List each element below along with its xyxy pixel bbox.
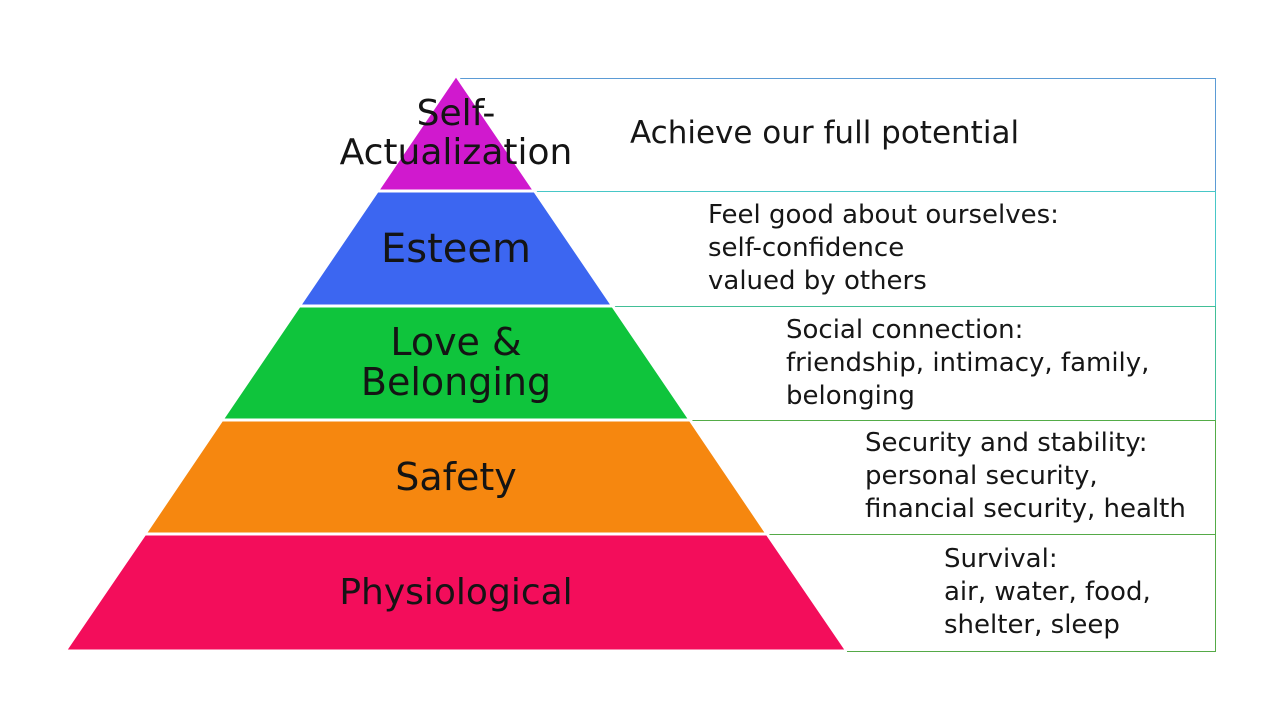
pyramid [65,75,847,653]
description-line: valued by others [708,266,927,296]
label-line: Belonging [360,360,552,404]
label-safety: Safety [395,454,517,500]
pyramid-level-physiological-shape [65,532,847,653]
description-esteem: Feel good about ourselves: self-confiden… [708,199,1059,298]
description-line: financial security, health [865,494,1186,524]
label-physiological: Physiological [339,570,572,616]
description-line: self-confidence [708,233,905,263]
table-row-self-actualization [457,78,1216,191]
description-line: Survival: [944,544,1058,574]
description-line: belonging [786,381,915,411]
description-line: Social connection: [786,315,1024,345]
description-line: shelter, sleep [944,610,1120,640]
label-line: Self- [416,93,496,134]
description-line: Achieve our full potential [630,115,1020,151]
label-esteem: Esteem [381,226,531,272]
label-line: Physiological [339,572,573,613]
label-line: Love & [390,320,522,364]
description-physiological: Survival: air, water, food, shelter, sle… [944,543,1151,642]
label-line: Esteem [381,226,531,272]
label-line: Actualization [339,132,573,173]
label-self-actualization: Self- Actualization [340,94,573,172]
description-line: personal security, [865,461,1098,491]
description-love-belonging: Social connection: friendship, intimacy,… [786,314,1149,413]
description-line: Security and stability: [865,428,1148,458]
description-safety: Security and stability: personal securit… [865,427,1186,526]
label-love-belonging: Love & Belonging [361,322,551,402]
description-self-actualization: Achieve our full potential [630,113,1019,153]
description-line: friendship, intimacy, family, [786,348,1150,378]
description-line: Feel good about ourselves: [708,200,1059,230]
label-line: Safety [395,455,517,499]
description-line: air, water, food, [944,577,1151,607]
